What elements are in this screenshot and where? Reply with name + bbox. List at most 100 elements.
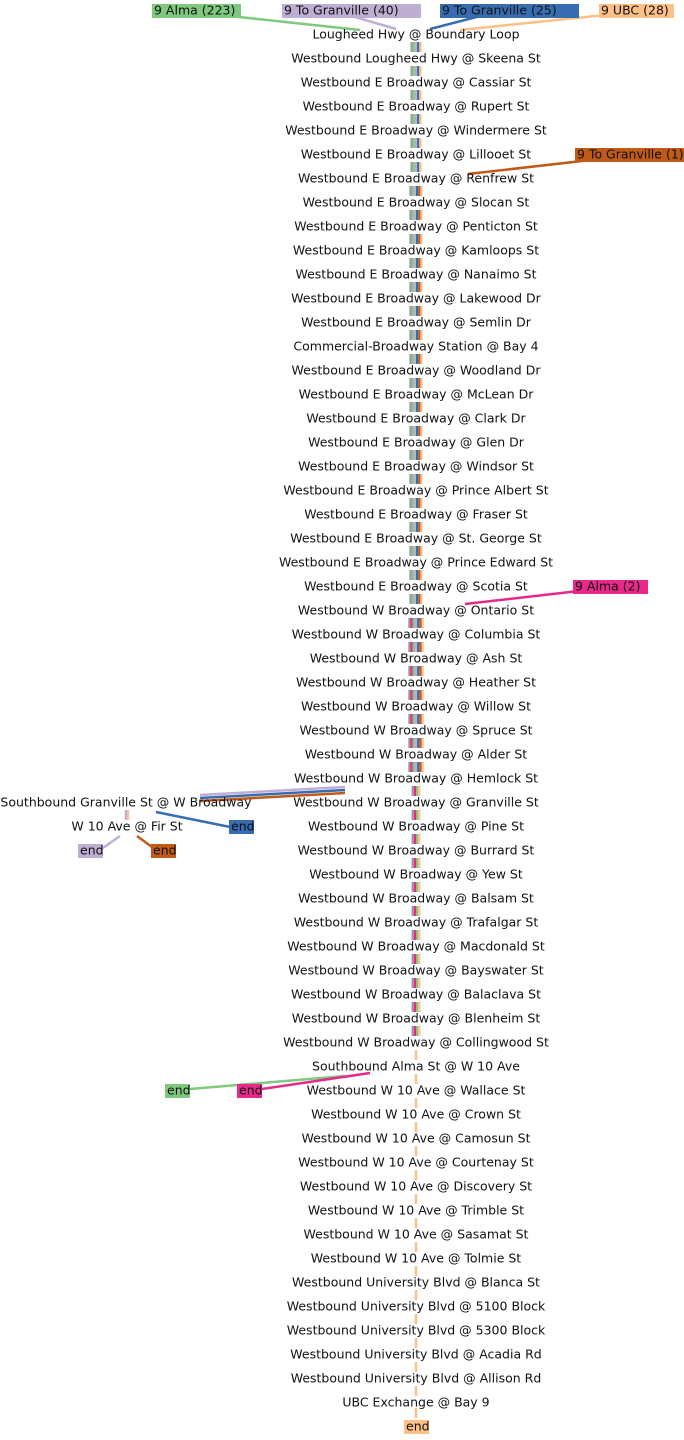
route-segment (416, 594, 419, 604)
route-segment (414, 642, 418, 652)
stop-label: Westbound W 10 Ave @ Crown St (311, 1107, 521, 1122)
route-segment (416, 522, 419, 532)
route-segment (419, 138, 422, 148)
route-segment (411, 330, 414, 340)
route-segment (411, 426, 414, 436)
stop-label: Westbound E Broadway @ Renfrew St (298, 171, 534, 186)
route-segment (411, 930, 414, 940)
stop-label: Westbound W 10 Ave @ Courtenay St (298, 1155, 534, 1170)
route-segment (410, 642, 413, 652)
route-segment (409, 210, 412, 220)
route-end-tag: end (237, 1083, 263, 1098)
route-segment (420, 498, 423, 508)
route-segment (409, 450, 412, 460)
route-segment (419, 690, 422, 700)
route-end-tag: end (165, 1083, 191, 1098)
route-segment (421, 666, 424, 676)
route-segment (411, 954, 414, 964)
route-segment (418, 930, 421, 940)
route-segment (411, 882, 414, 892)
route-segment (416, 546, 419, 556)
route-segment (416, 498, 419, 508)
route-tags: 9 Alma (223)9 To Granville (40)9 To Gran… (78, 3, 684, 1434)
stop-label: Westbound E Broadway @ Semlin Dr (301, 315, 532, 330)
stop-label: Westbound W Broadway @ Collingwood St (283, 1035, 549, 1050)
route-segment (418, 594, 421, 604)
route-segment (411, 594, 414, 604)
route-start-tag: 9 To Granville (1) (575, 147, 684, 162)
route-start-tag: 9 To Granville (25) (440, 3, 579, 18)
stop-label: Westbound E Broadway @ Cassiar St (301, 75, 532, 90)
route-segment (411, 498, 414, 508)
route-segment (412, 714, 415, 724)
route-segment (417, 42, 420, 52)
route-segment (420, 546, 423, 556)
route-segment (416, 210, 419, 220)
route-segment (416, 1002, 419, 1012)
route-segment (417, 66, 420, 76)
route-segment (416, 354, 419, 364)
route-segment (412, 162, 415, 172)
route-segment (421, 762, 424, 772)
route-segment (416, 450, 419, 460)
stop-label: Westbound E Broadway @ St. George St (290, 531, 542, 546)
stop-label: Westbound E Broadway @ Kamloops St (293, 243, 539, 258)
route-segment (418, 522, 421, 532)
route-segment (414, 762, 418, 772)
stop-label: Westbound E Broadway @ Woodland Dr (292, 363, 542, 378)
stop-label: Westbound W Broadway @ Balsam St (298, 891, 534, 906)
route-end-tag-text: end (239, 1083, 263, 1098)
route-segment (420, 474, 423, 484)
route-end-tag: end (404, 1419, 430, 1434)
route-segment (418, 282, 421, 292)
route-segment (413, 1002, 416, 1012)
stop-label: Westbound W Broadway @ Alder St (305, 747, 528, 762)
route-segment (413, 306, 416, 316)
route-start-tag-box (599, 4, 674, 18)
route-connector (155, 810, 231, 829)
stop-label: Westbound University Blvd @ 5300 Block (287, 1323, 546, 1338)
route-segment (409, 522, 412, 532)
route-segment (416, 1026, 419, 1036)
route-connector (199, 788, 346, 800)
route-segment (413, 786, 416, 796)
route-segment (411, 186, 414, 196)
route-segment (418, 546, 421, 556)
route-start-tag-box (575, 148, 684, 162)
route-segment (416, 258, 419, 268)
route-segment (411, 906, 414, 916)
stop-label: Westbound W 10 Ave @ Discovery St (300, 1179, 532, 1194)
route-segment (413, 834, 416, 844)
stop-label: Westbound E Broadway @ Glen Dr (308, 435, 525, 450)
route-segment (409, 570, 412, 580)
route-segment (418, 834, 421, 844)
route-segment (413, 570, 416, 580)
route-segment (124, 810, 127, 820)
stop-label: Commercial-Broadway Station @ Bay 4 (293, 339, 538, 354)
route-segment (412, 738, 415, 748)
route-segment (420, 306, 423, 316)
route-segment (408, 618, 411, 628)
route-segment (419, 42, 422, 52)
route-segment (409, 546, 412, 556)
route-segment (413, 594, 416, 604)
stop-label: Westbound W 10 Ave @ Wallace St (307, 1083, 526, 1098)
route-segment (410, 114, 413, 124)
route-end-tag: end (78, 843, 104, 858)
route-segment (411, 786, 414, 796)
stop-label: UBC Exchange @ Bay 9 (342, 1395, 489, 1410)
route-segment (412, 642, 415, 652)
route-segment (412, 114, 415, 124)
route-segment (416, 306, 419, 316)
route-segment (414, 690, 418, 700)
stop-label: Westbound E Broadway @ Rupert St (303, 99, 530, 114)
route-segment (416, 474, 419, 484)
route-start-tag-box (440, 4, 579, 18)
route-segment (413, 978, 416, 988)
stop-label: Westbound W Broadway @ Macdonald St (287, 939, 545, 954)
route-segment (411, 546, 414, 556)
route-segment (419, 642, 422, 652)
route-segment (416, 402, 419, 412)
route-segment (409, 234, 412, 244)
